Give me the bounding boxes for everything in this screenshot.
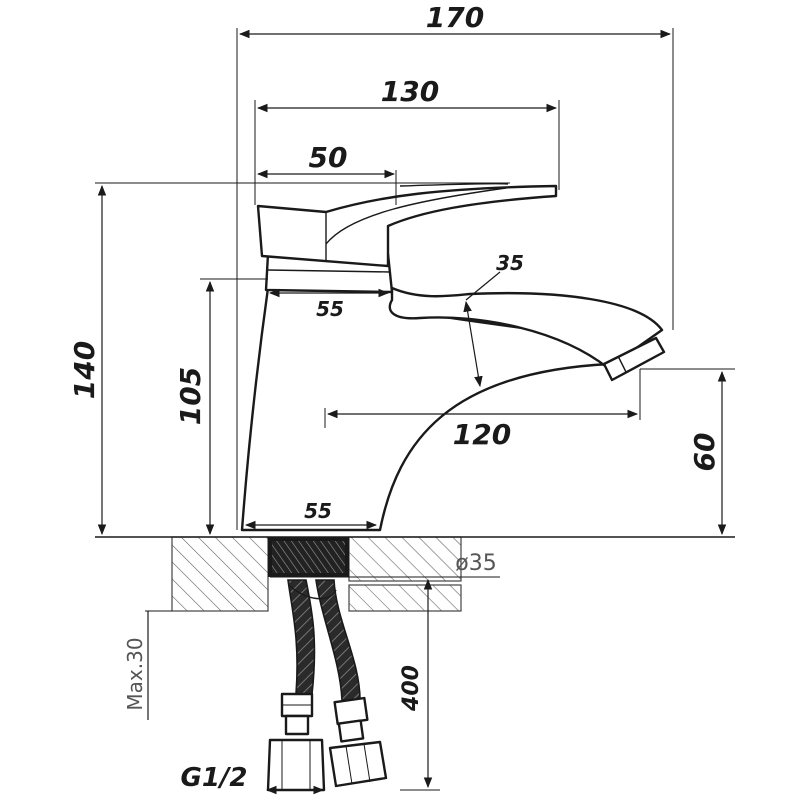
dim-spout-thickness: 35	[496, 251, 524, 275]
faucet-body	[240, 182, 666, 532]
dim-max-deck-thickness: Max.30	[123, 637, 147, 710]
supply-hoses	[266, 579, 388, 792]
dim-handle-base: 50	[309, 141, 348, 174]
dim-body-top-width: 55	[316, 297, 344, 321]
dimension-lines	[97, 29, 727, 795]
dim-thread: G1/2	[180, 763, 247, 793]
dim-spout-reach: 120	[453, 418, 511, 451]
dim-spout-clearance: 60	[688, 433, 721, 472]
extension-lines	[95, 28, 735, 791]
dim-spout-underside-height: 105	[174, 367, 207, 425]
dim-base-width: 55	[304, 499, 332, 523]
dim-overall-width: 170	[426, 1, 484, 34]
countertop-section	[171, 536, 462, 612]
dim-body-height: 140	[68, 341, 101, 399]
dim-hole-diameter: ø35	[455, 551, 496, 576]
dim-handle-reach: 130	[381, 75, 439, 108]
dim-hose-length: 400	[399, 665, 424, 712]
